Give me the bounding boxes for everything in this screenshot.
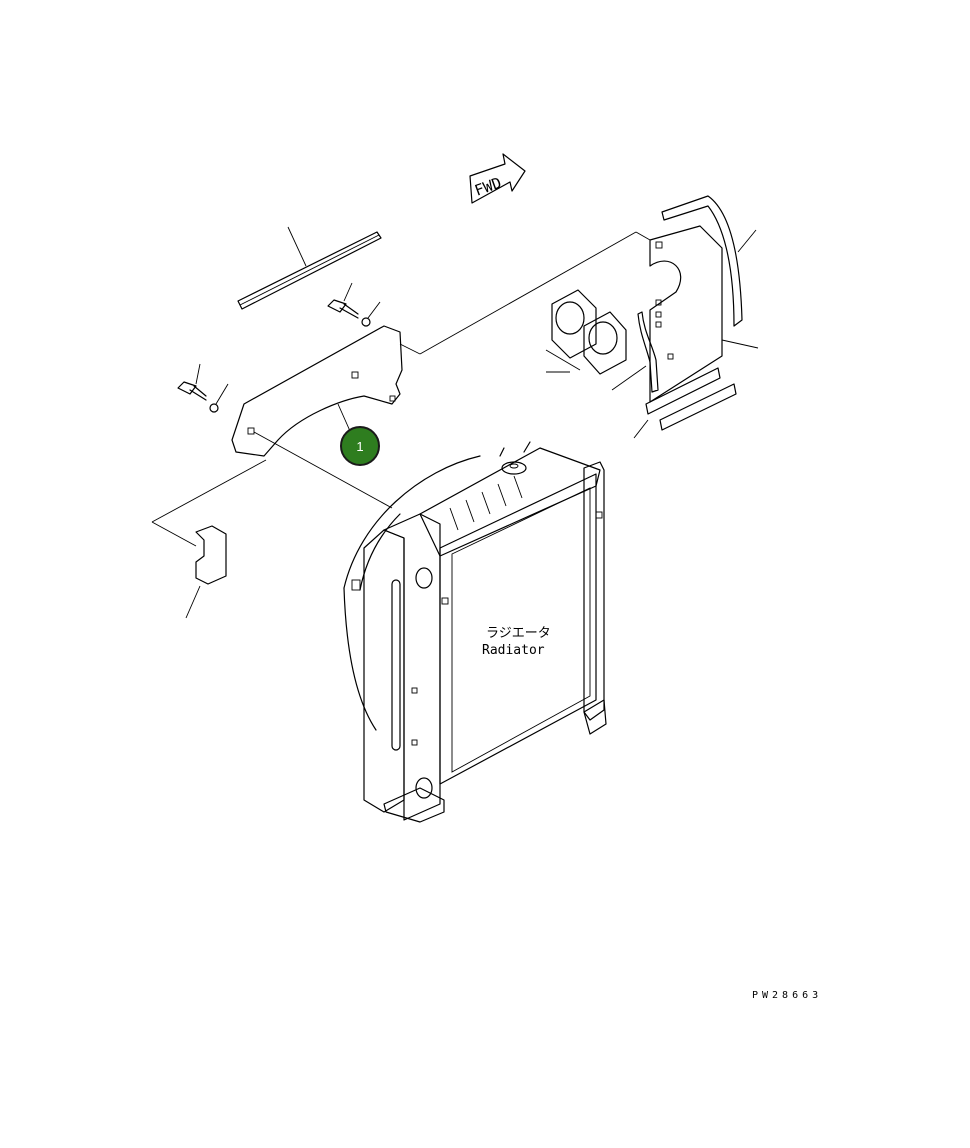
assembly-line-block (151, 459, 267, 523)
assembly-line-plate (253, 431, 393, 509)
callout-1-circle[interactable] (340, 426, 380, 466)
radiator-label-en: Radiator (482, 643, 545, 658)
seal-block-left (185, 525, 227, 619)
radiator-label-jp: ラジエータ (486, 626, 551, 641)
bolt-upper (327, 282, 359, 319)
assembly-line-top (419, 231, 637, 355)
cover-plate-right (649, 225, 759, 403)
fwd-label: FWD (472, 174, 504, 200)
assembly-line-block-end (151, 521, 197, 547)
drawing-code: PW28663 (752, 990, 822, 1001)
fwd-arrow: FWD (469, 153, 526, 204)
seal-small-curved (611, 311, 659, 393)
seal-strip-lower-2 (633, 383, 737, 439)
washer-upper (361, 301, 381, 327)
seal-strip-lower-1 (645, 367, 721, 415)
seal-strip-upper (237, 226, 382, 310)
callout-1-number[interactable]: 1 (356, 439, 363, 454)
callout-1[interactable]: 1 (340, 426, 380, 466)
bolt-lower (177, 363, 207, 401)
gasket-left (545, 289, 597, 371)
assembly-line-top-end (635, 231, 651, 241)
gasket-right (546, 311, 627, 375)
radiator-assembly: ラジエータ Radiator (343, 441, 607, 823)
cover-plate-left (231, 325, 421, 457)
washer-lower (209, 383, 229, 413)
seal-curved-right (661, 195, 757, 327)
